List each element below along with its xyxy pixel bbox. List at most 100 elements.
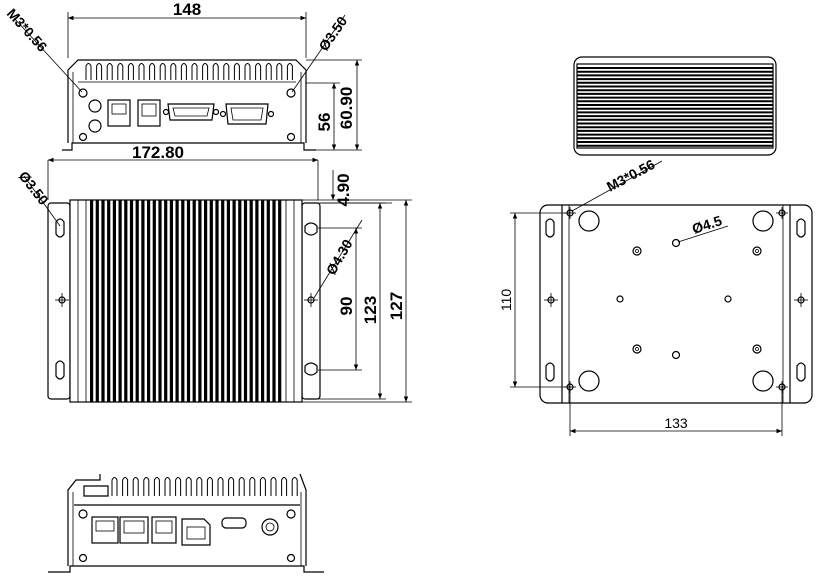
fin — [124, 200, 128, 402]
fin — [106, 63, 113, 80]
fin — [206, 477, 213, 496]
slot-icon — [796, 362, 806, 382]
fin — [153, 477, 160, 496]
fin — [169, 200, 173, 402]
fin — [265, 63, 272, 80]
slot-icon — [304, 362, 318, 376]
fin — [249, 200, 253, 402]
rear-view — [48, 473, 324, 573]
fin — [196, 477, 203, 496]
dim-hole-350: Ø3.50 — [315, 13, 350, 54]
rear-body-left — [67, 474, 101, 566]
slot-icon — [545, 362, 555, 382]
screw-icon — [78, 509, 88, 519]
fin — [127, 63, 134, 80]
fin — [135, 200, 139, 402]
fin — [90, 200, 94, 402]
fin — [186, 200, 191, 402]
fin — [143, 477, 150, 496]
fin — [226, 200, 230, 402]
front-view: 148 M3*0.56 Ø3.50 56 60.90 — [4, 0, 362, 151]
dim-flange-490: 4.90 — [334, 173, 353, 206]
dim-height-110: 110 — [498, 289, 514, 312]
dim-height-6090: 60.90 — [337, 87, 356, 130]
fin — [132, 477, 139, 496]
rear-fins — [83, 477, 298, 497]
audio-jack-icon — [88, 99, 102, 113]
fin — [185, 477, 192, 496]
fin — [215, 200, 219, 402]
fin — [204, 200, 208, 402]
top-view: 172.80 Ø3.50 4.90 Ø4.30 90 — [16, 143, 412, 403]
fin — [112, 200, 116, 402]
fin — [96, 63, 103, 80]
audio-jack-icon — [88, 119, 102, 133]
dim-height-123: 123 — [361, 296, 380, 324]
fin — [278, 200, 282, 402]
fin — [175, 200, 179, 402]
slot-icon — [796, 218, 806, 238]
usb-port-icon — [107, 99, 131, 127]
fin — [175, 477, 182, 496]
screw-icon — [286, 88, 296, 98]
fin — [238, 200, 242, 402]
dim-length-17280: 172.80 — [132, 143, 184, 162]
fin — [152, 200, 156, 402]
fin — [192, 200, 196, 402]
dim-width-133: 133 — [664, 415, 688, 431]
vga-port-icon — [225, 103, 269, 125]
fin — [191, 63, 198, 80]
fin — [221, 200, 225, 402]
fin — [291, 477, 298, 496]
fin — [159, 63, 166, 80]
fin — [164, 200, 168, 402]
slot-icon — [55, 218, 65, 238]
fin — [223, 63, 230, 80]
dim-height-127: 127 — [387, 292, 406, 320]
lan-port-icon — [119, 516, 149, 544]
fin — [122, 477, 129, 496]
fin — [95, 200, 99, 402]
fin — [228, 477, 235, 496]
usb-port-icon — [91, 516, 119, 544]
screw-icon — [78, 132, 88, 142]
power-button-icon — [261, 518, 279, 536]
fin — [198, 200, 202, 402]
slot-icon — [545, 218, 555, 238]
rubber-foot-icon — [752, 370, 774, 392]
fin — [233, 63, 240, 80]
fin — [270, 477, 277, 496]
fin — [202, 63, 209, 80]
fin — [101, 200, 105, 402]
fin — [117, 63, 124, 80]
fin — [272, 200, 276, 402]
front-base-flange — [62, 142, 316, 151]
front-body-outline — [67, 59, 307, 143]
fin — [209, 200, 213, 402]
slot-icon — [55, 360, 65, 380]
fin — [238, 477, 245, 496]
fin — [149, 63, 156, 80]
fin — [181, 200, 185, 402]
dim-height-56: 56 — [315, 113, 334, 132]
dim-screw-m3: M3*0.56 — [4, 5, 51, 55]
fin — [129, 200, 134, 402]
dim-height-90: 90 — [337, 297, 356, 316]
lan-port-icon — [137, 99, 161, 127]
fin — [286, 63, 293, 80]
fin — [255, 200, 259, 402]
fin — [259, 477, 266, 496]
dim-screw-m3-bottom: M3*0.56 — [604, 156, 658, 195]
rubber-foot-icon — [578, 210, 600, 232]
fin — [158, 200, 162, 402]
fin — [243, 200, 248, 402]
fin — [141, 200, 145, 402]
switch-icon — [221, 517, 247, 529]
side-view — [573, 56, 777, 156]
fin — [111, 477, 118, 496]
dim-slot-430: Ø4.30 — [323, 236, 356, 277]
fin — [244, 63, 251, 80]
fin — [170, 63, 177, 80]
power-port-icon — [181, 518, 211, 546]
